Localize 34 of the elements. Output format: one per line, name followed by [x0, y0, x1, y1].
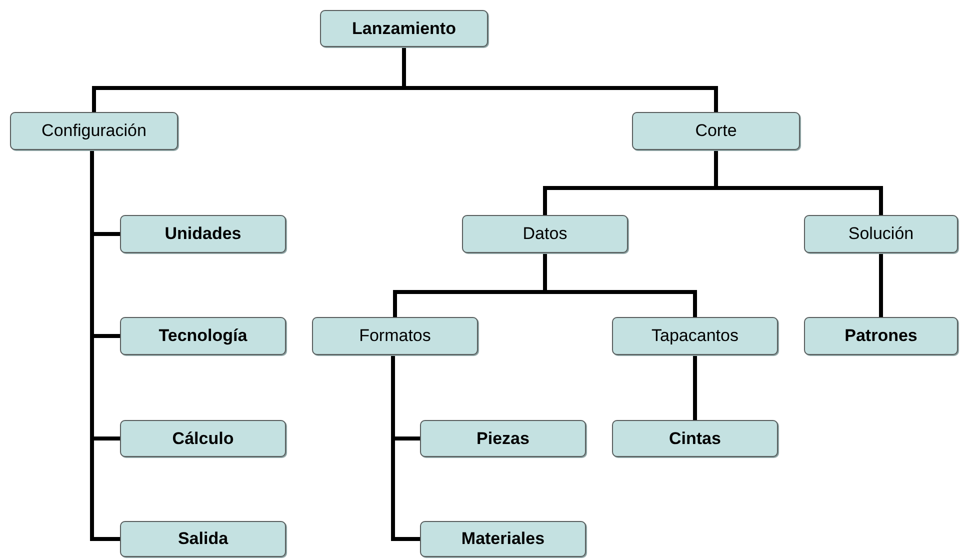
org-box — [632, 112, 800, 150]
org-box — [10, 112, 178, 150]
box-label: Corte — [695, 121, 737, 141]
org-box — [120, 215, 286, 253]
connector-line — [402, 47, 718, 112]
org-box — [120, 317, 286, 355]
box-label: Cálculo — [172, 428, 234, 448]
org-box — [804, 215, 958, 253]
box-label: Configuración — [42, 121, 146, 141]
box-label: Materiales — [461, 529, 545, 549]
box-label: Piezas — [476, 428, 530, 448]
box-label: Solución — [848, 224, 914, 244]
org-box — [312, 317, 478, 355]
org-box — [612, 420, 778, 457]
org-box — [420, 521, 586, 557]
box-label: Cintas — [669, 428, 721, 448]
org-box — [804, 317, 958, 355]
box-label: Formatos — [359, 326, 431, 346]
org-box — [612, 317, 778, 355]
box-label: Patrones — [844, 326, 918, 346]
org-box — [120, 521, 286, 557]
org-box — [120, 420, 286, 457]
connector-line — [879, 253, 883, 317]
box-label: Lanzamiento — [352, 18, 456, 38]
box-label: Tapacantos — [652, 326, 738, 346]
box-label: Salida — [178, 529, 228, 549]
box-label: Datos — [522, 224, 568, 244]
box-label: Unidades — [164, 224, 242, 244]
box-label: Tecnología — [158, 326, 248, 346]
org-box — [420, 420, 586, 457]
connector-line — [693, 355, 697, 420]
connector-line — [90, 150, 120, 541]
org-box — [462, 215, 628, 253]
org-box — [320, 10, 488, 47]
